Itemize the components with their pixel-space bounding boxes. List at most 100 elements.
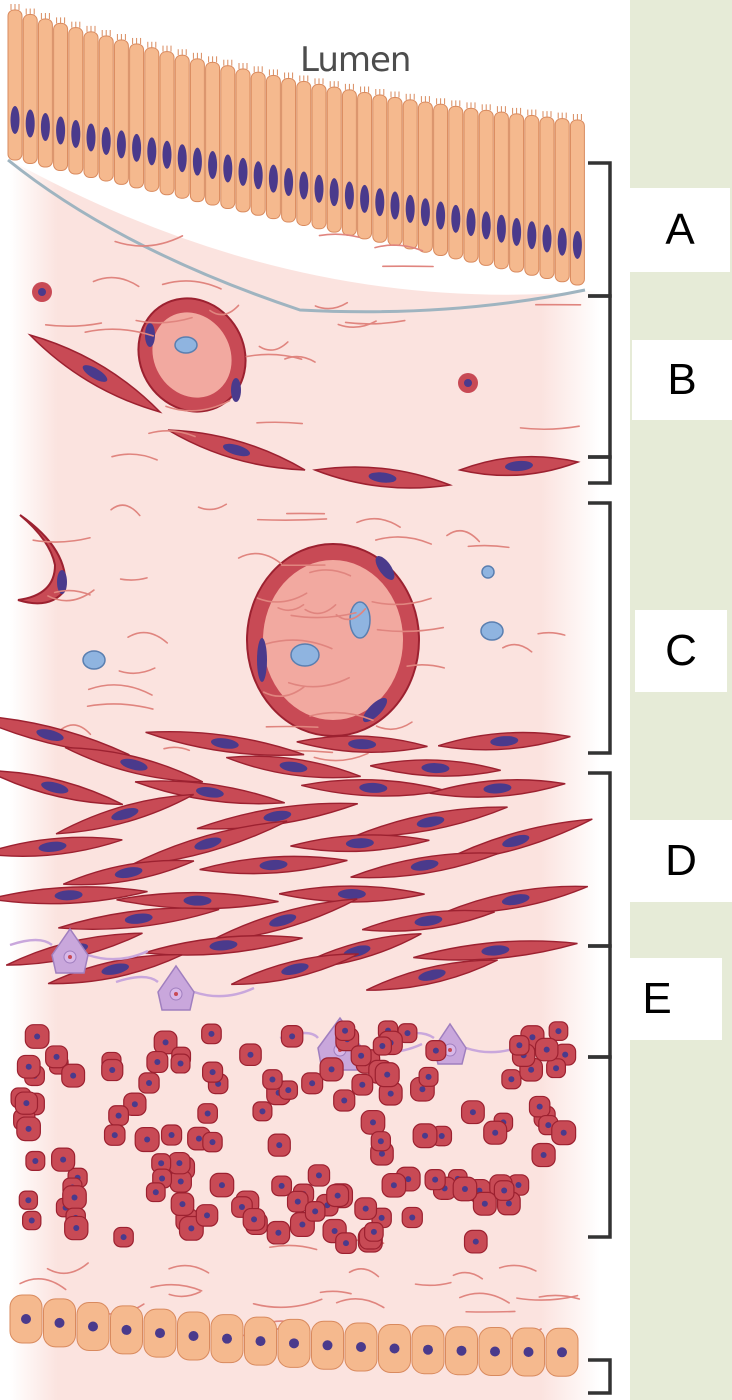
label-A-box: A — [630, 188, 730, 272]
muscle-cross-section — [266, 1220, 291, 1245]
nucleus — [436, 201, 446, 230]
epithelial-cell — [296, 80, 312, 226]
smooth-muscle-cell — [350, 852, 499, 879]
muscle-cross-section — [364, 1222, 384, 1242]
smooth-muscle-cell — [226, 755, 361, 779]
epithelial-cell — [478, 109, 494, 266]
smooth-muscle-cell — [457, 455, 581, 477]
muscle-cross-section — [452, 1176, 478, 1202]
muscle-cross-section — [301, 1072, 324, 1095]
muscle-cross-section — [153, 1030, 178, 1055]
smooth-muscle-cell — [413, 940, 578, 961]
label-B-box: B — [632, 340, 732, 420]
nucleus — [496, 214, 506, 243]
connective-fibers — [19, 233, 582, 1340]
muscle-cross-section — [242, 1207, 266, 1231]
epithelium-layer — [7, 4, 585, 286]
bracket-G — [588, 1358, 612, 1395]
nucleus — [116, 130, 126, 159]
muscle-cross-section — [460, 1100, 485, 1125]
neuron-cell — [9, 927, 149, 974]
nucleus — [405, 194, 415, 223]
muscle-cross-section — [45, 1045, 69, 1069]
epithelial-cell — [265, 74, 281, 220]
epithelial-cell — [159, 51, 175, 196]
epithelial-cell — [448, 105, 464, 260]
muscle-cross-section — [335, 1232, 357, 1255]
nucleus — [314, 174, 324, 203]
smooth-muscle-cell — [116, 891, 279, 910]
nucleus — [177, 144, 187, 173]
nucleus — [208, 151, 218, 180]
epithelial-cell — [433, 103, 449, 257]
layer-brackets — [588, 161, 612, 1395]
basement-membrane — [7, 158, 586, 314]
epithelial-cell — [83, 31, 99, 178]
epithelial-cell — [402, 99, 418, 250]
serosa-cell — [210, 1314, 244, 1364]
muscle-cross-section — [546, 1058, 567, 1079]
nucleus — [86, 123, 96, 152]
smooth-muscle-cell — [230, 953, 359, 986]
muscle-cross-section — [16, 1116, 41, 1142]
muscle-cross-section — [252, 1101, 273, 1122]
epithelial-cell — [509, 113, 525, 273]
label-D-box: D — [630, 820, 732, 902]
epithelial-cell — [53, 22, 69, 172]
serosa-cell — [110, 1305, 143, 1355]
nucleus — [542, 224, 552, 253]
bracket-B2 — [588, 455, 612, 485]
muscle-cross-section — [493, 1180, 515, 1201]
nucleus — [162, 140, 172, 169]
muscle-cross-section — [333, 1089, 356, 1112]
epithelial-cell — [281, 78, 297, 223]
nucleus — [56, 116, 66, 145]
epithelial-cell — [68, 27, 84, 175]
epithelial-cell — [205, 61, 221, 206]
smooth-muscle-cell — [301, 779, 446, 797]
serosa-cell — [411, 1325, 445, 1375]
neuron-cell — [115, 964, 255, 1011]
serosa-cell — [9, 1294, 43, 1344]
muscle-cross-section — [24, 1024, 50, 1049]
smooth-muscle-cell — [365, 959, 498, 991]
nucleus — [101, 126, 111, 155]
muscle-cross-section — [197, 1103, 218, 1124]
epithelial-cell — [250, 71, 266, 216]
submucosa — [17, 514, 504, 737]
muscle-cross-section — [170, 1053, 191, 1074]
muscle-cross-section — [280, 1025, 304, 1048]
muscle-cross-section — [372, 1036, 392, 1056]
epithelial-cell — [7, 9, 23, 161]
muscle-cross-section — [170, 1192, 195, 1216]
smooth-muscle-cell — [27, 333, 163, 414]
muscle-cross-section — [62, 1185, 87, 1210]
serosa-cell — [244, 1316, 277, 1366]
layer-label-E: E — [642, 974, 672, 1023]
epithelial-cell — [341, 89, 357, 237]
epithelial-cell — [129, 43, 145, 189]
muscle-cross-section — [262, 1069, 283, 1090]
layer-label-A: A — [665, 205, 695, 254]
nucleus — [572, 231, 582, 259]
epithelial-cell — [493, 111, 509, 270]
smooth-muscle-cell — [290, 834, 430, 853]
muscle-cross-section — [160, 1124, 183, 1146]
nucleus — [284, 168, 294, 197]
inner-muscle-layer — [0, 714, 593, 991]
epithelial-cell — [22, 14, 38, 165]
epithelial-cell — [220, 65, 236, 209]
smooth-muscle-cell — [64, 746, 204, 783]
muscle-cross-section — [424, 1169, 446, 1191]
muscle-cross-section — [401, 1206, 423, 1229]
muscle-cross-section — [351, 1073, 374, 1096]
smooth-muscle-cell — [145, 730, 305, 757]
muscle-cross-section — [209, 1172, 235, 1198]
smooth-muscle-cell — [0, 769, 124, 806]
muscle-cross-section — [51, 1147, 76, 1172]
nucleus — [192, 147, 202, 176]
nucleus — [268, 164, 278, 193]
epithelial-cell — [189, 58, 205, 203]
nucleus — [420, 198, 430, 227]
